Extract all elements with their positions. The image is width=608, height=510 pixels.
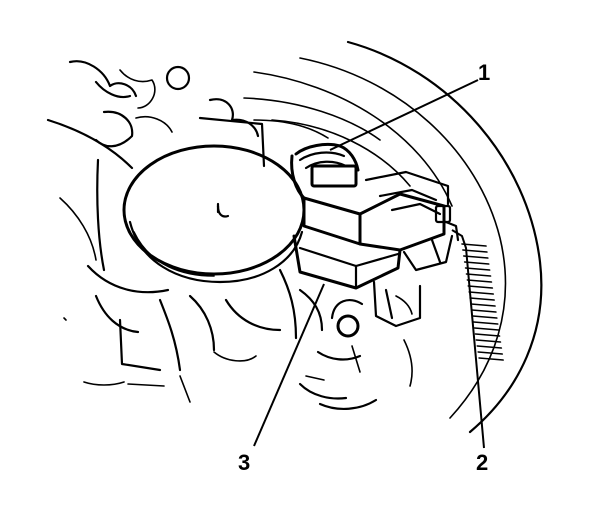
- gear-tooth: [473, 327, 500, 331]
- gear-tooth: [475, 339, 502, 343]
- callout-2: 2: [476, 450, 488, 475]
- housing-outer-arcs: [243, 40, 543, 434]
- gear-tooth: [478, 357, 504, 361]
- gear-tooth: [470, 303, 496, 307]
- gear-tooth: [471, 315, 498, 319]
- casting-lower-left: [63, 264, 282, 403]
- leader-line-2: [451, 229, 485, 449]
- gear-teeth: [461, 243, 504, 361]
- gear-tooth: [462, 255, 489, 259]
- gear-tooth: [471, 309, 497, 313]
- gear-tooth: [467, 285, 494, 289]
- gear-tooth: [465, 273, 492, 277]
- callout-1: 1: [478, 60, 490, 85]
- gear-tooth: [472, 321, 499, 325]
- gear-tooth: [469, 297, 495, 301]
- gear-tooth: [477, 351, 504, 355]
- mechanism-lower-center: [278, 268, 422, 410]
- leader-line-3: [253, 283, 325, 447]
- gear-tooth: [463, 261, 490, 265]
- casting-upper-left: [46, 60, 329, 272]
- leader-lines: [253, 79, 485, 449]
- connector-assembly: [290, 142, 460, 290]
- gear-tooth: [476, 345, 503, 349]
- gear-tooth: [474, 333, 501, 337]
- callout-3: 3: [238, 450, 250, 475]
- leader-line-1: [329, 79, 479, 151]
- round-disk: [122, 144, 306, 284]
- gear-tooth: [461, 243, 487, 247]
- gear-tooth: [466, 279, 493, 283]
- gear-tooth: [464, 267, 491, 271]
- gear-tooth: [468, 291, 495, 295]
